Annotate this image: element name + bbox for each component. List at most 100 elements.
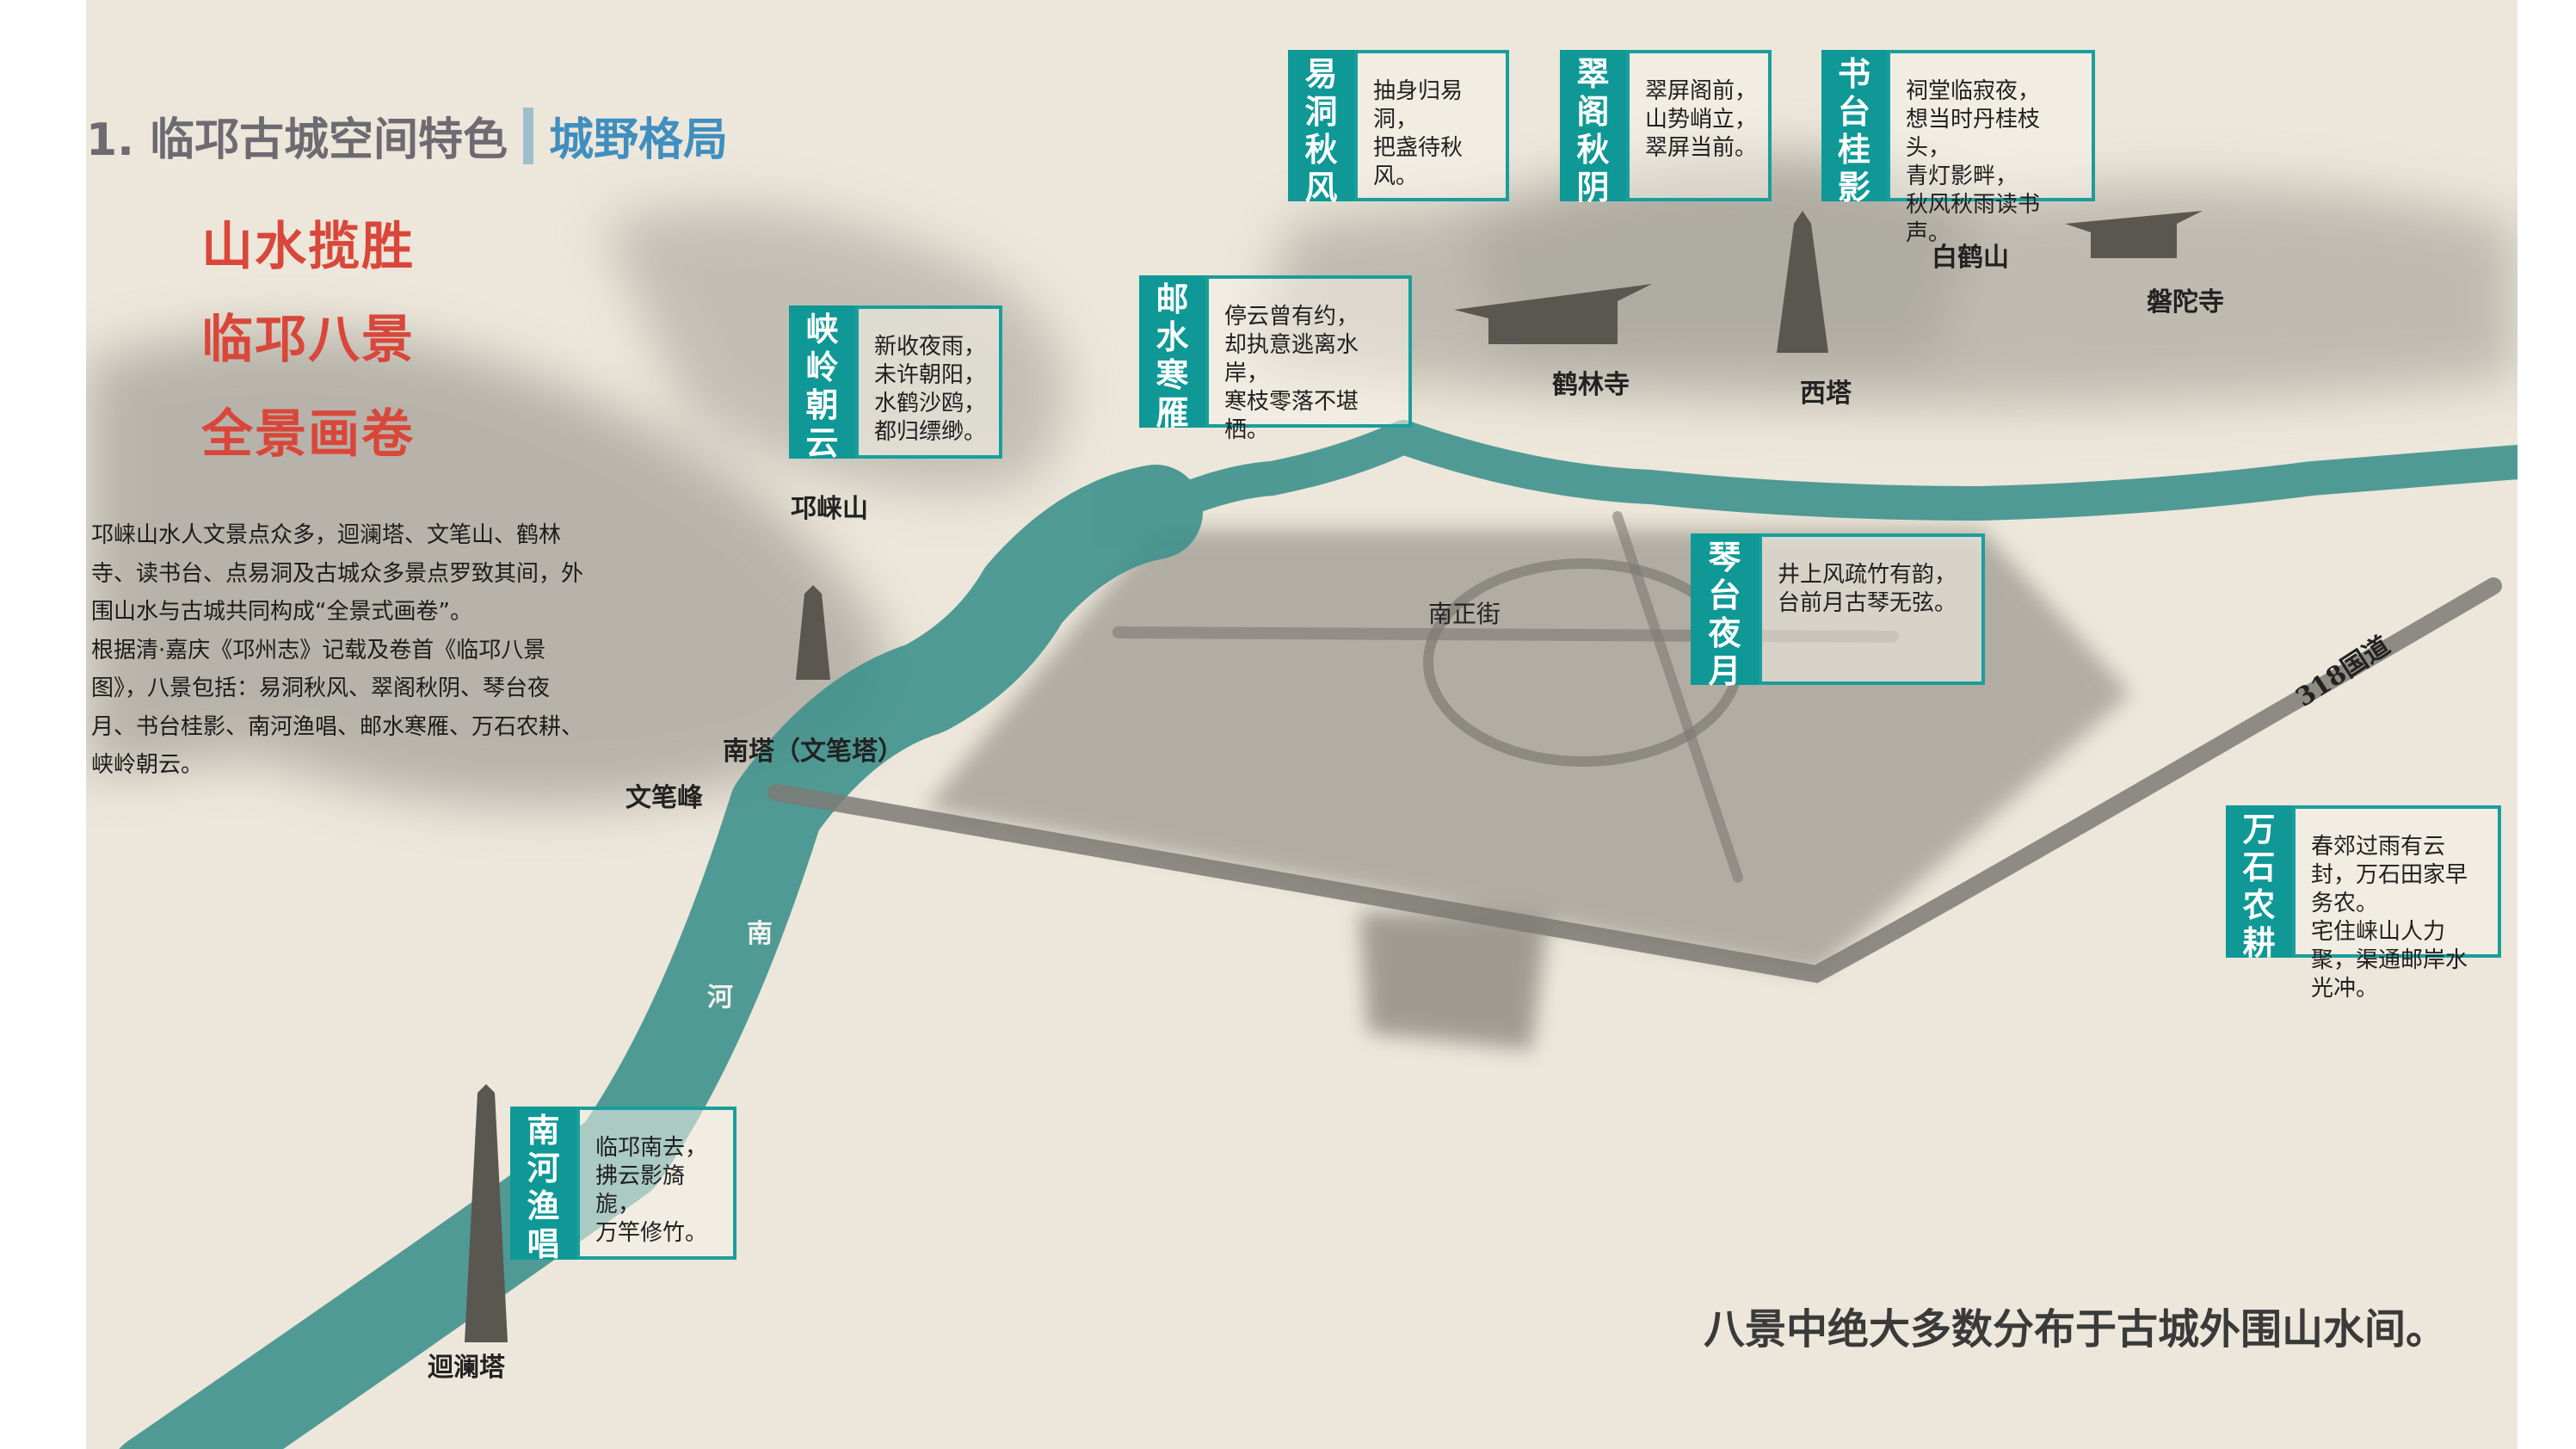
label-xita: 西塔 (1800, 379, 1852, 409)
scene-poem-line: 秋风秋雨读书声。 (1906, 192, 2041, 246)
scene-poem-line: 宅住崃山人力聚，渠通邮岸水光冲。 (2311, 919, 2468, 1002)
scene-poem-line: 停云曾有约， (1224, 304, 1359, 330)
scene-poem-line: 水鹤沙鸥， (874, 391, 987, 416)
mountains (86, 154, 2517, 805)
scene-title-char: 万 (2242, 811, 2276, 848)
scene-poem-line: 抽身归易洞， (1373, 78, 1464, 133)
scene-poem-line: 临邛南去， (595, 1135, 708, 1161)
description-para-2: 根据清·嘉庆《邛州志》记载及卷首《临邛八景图》，八景包括：易洞秋风、翠阁秋阴、琴… (91, 637, 584, 779)
label-nanzhengjie: 南正街 (1428, 600, 1501, 628)
scene-title-char: 书 (1837, 55, 1870, 93)
scene-title-char: 秋 (1576, 131, 1610, 169)
scene-title-char: 河 (527, 1150, 560, 1187)
scene-title-char: 桂 (1837, 131, 1870, 169)
scene-title-char: 台 (1837, 93, 1870, 131)
scene-title-char: 农 (2242, 886, 2276, 924)
scene-title-char: 阁 (1576, 93, 1610, 131)
scene-title-char: 秋 (1304, 131, 1338, 169)
label-he: 河 (707, 983, 733, 1013)
scene-title-char: 石 (2242, 848, 2276, 886)
scene-poem-line: 却执意逃离水岸， (1224, 332, 1359, 386)
scene-poem-line: 青灯影畔， (1906, 163, 2018, 189)
scene-title-char: 阴 (1576, 169, 1610, 207)
scene-poem-box: 抽身归易洞，把盏待秋风。 (1354, 50, 1509, 201)
label-wenbifeng: 文笔峰 (626, 783, 703, 813)
scene-poem-box: 春郊过雨有云封，万石田家早务农。宅住崃山人力聚，渠通邮岸水光冲。 (2292, 805, 2501, 1002)
scene-poem-box: 翠屏阁前， 山势峭立，翠屏当前。 (1626, 50, 1772, 201)
bottom-caption: 八景中绝大多数分布于古城外围山水间。 (1704, 1305, 2448, 1353)
scene-title-char: 台 (1708, 577, 1741, 614)
scene-title-char: 岭 (805, 348, 839, 386)
scene-poem-line: 井上风疏竹有韵， (1778, 562, 1957, 588)
scene-title-char: 渔 (527, 1187, 560, 1225)
nanta-pagoda-icon (796, 585, 830, 680)
poster-canvas: 1. 临邛古城空间特色 城野格局 山水揽胜 临邛八景 全景画卷 邛崃山水人文景点… (86, 0, 2517, 1449)
theme-1: 山水揽胜 (201, 217, 415, 277)
scene-poem-line: 台前月古琴无弦。 (1778, 590, 1957, 616)
scene-poem-line: 祠堂临寂夜， (1906, 78, 2041, 104)
scene-title-char: 月 (1708, 652, 1741, 690)
map-illustration (86, 154, 2517, 1449)
scene-poem-line: 未许朝阳， (874, 362, 987, 388)
scene-title-char: 洞 (1304, 93, 1338, 131)
scene-title: 书台桂影 (1821, 50, 1887, 207)
scene-title-char: 琴 (1708, 539, 1741, 577)
scene-poem-line: 万竿修竹。 (595, 1220, 708, 1246)
scene-poem-line: 拂云影旖旎， (595, 1163, 686, 1218)
scene-title-char: 南 (527, 1112, 560, 1150)
huilanta-pagoda-icon (465, 1084, 508, 1342)
title-subtitle: 城野格局 (549, 114, 729, 166)
scene-poem-box: 井上风疏竹有韵，台前月古琴无弦。 (1759, 533, 1985, 685)
scene-title-char: 耕 (2242, 924, 2276, 962)
label-baiheshan: 白鹤山 (1932, 243, 2009, 273)
scene-title: 万石农耕 (2226, 805, 2292, 962)
scene-poem-line: 山势峭立， (1645, 107, 1758, 133)
scene-poem-box: 临邛南去，拂云影旖旎，万竿修竹。 (576, 1107, 736, 1260)
xita-pagoda-icon (1777, 211, 1828, 353)
scene-title-char: 峡 (805, 311, 839, 348)
label-nanta: 南塔（文笔塔） (723, 737, 903, 767)
scene-title: 易洞秋风 (1288, 50, 1354, 207)
label-huilanta: 迴澜塔 (428, 1353, 505, 1383)
description: 邛崃山水人文景点众多，迴澜塔、文笔山、鹤林寺、读书台、点易洞及古城众多景点罗致其… (91, 516, 590, 785)
scene-title-char: 寒 (1156, 356, 1189, 394)
page-title: 1. 临邛古城空间特色 城野格局 (86, 103, 728, 168)
scene-title-char: 朝 (805, 386, 839, 424)
label-nan: 南 (747, 919, 773, 949)
scene-title-char: 邮 (1156, 281, 1189, 318)
scene-poem-line: 都归缥缈。 (874, 419, 987, 445)
scene-title: 翠阁秋阴 (1560, 50, 1626, 207)
scene-poem-line: 寒枝零落不堪栖。 (1224, 389, 1359, 443)
pantuosi-temple-icon (2065, 211, 2203, 258)
scene-title-char: 水 (1156, 318, 1189, 356)
scene-title-char: 易 (1304, 55, 1338, 93)
scene-title-char: 雁 (1156, 394, 1189, 432)
scene-poem-line: 想当时丹桂枝头， (1906, 107, 2041, 161)
theme-2: 临邛八景 (201, 310, 415, 370)
scene-poem-line: 把盏待秋风。 (1373, 135, 1464, 189)
scene-poem-line: 新收夜雨， (874, 334, 987, 360)
scene-title-char: 翠 (1576, 55, 1610, 93)
scene-poem-box: 祠堂临寂夜， 想当时丹桂枝头，青灯影畔， 秋风秋雨读书声。 (1887, 50, 2095, 246)
label-qionglaishan: 邛崃山 (791, 494, 868, 524)
scene-poem-line: 翠屏当前。 (1645, 135, 1758, 161)
scene-title: 邮水寒雁 (1139, 275, 1205, 432)
scene-poem-line: 翠屏阁前， (1645, 78, 1758, 104)
scene-title: 琴台夜月 (1691, 533, 1759, 690)
title-divider (523, 107, 534, 164)
scene-title-char: 夜 (1708, 614, 1741, 652)
scene-title-char: 风 (1304, 169, 1338, 207)
scene-title-char: 影 (1837, 169, 1870, 207)
scene-poem-line: 春郊过雨有云封，万石田家早务农。 (2311, 834, 2468, 916)
scene-poem-box: 新收夜雨，未许朝阳， 水鹤沙鸥， 都归缥缈。 (855, 305, 1002, 459)
scene-title: 峡岭朝云 (789, 305, 855, 462)
theme-3: 全景画卷 (201, 404, 415, 465)
river (119, 420, 2517, 1449)
helinsi-temple-icon (1454, 284, 1652, 344)
title-text: 1. 临邛古城空间特色 (86, 114, 508, 166)
description-para-1: 邛崃山水人文景点众多，迴澜塔、文笔山、鹤林寺、读书台、点易洞及古城众多景点罗致其… (91, 522, 584, 625)
scene-poem-box: 停云曾有约，却执意逃离水岸，寒枝零落不堪栖。 (1205, 275, 1412, 443)
scene-title-char: 云 (805, 424, 839, 462)
pagodas (465, 211, 2203, 1342)
scene-title-char: 唱 (527, 1225, 560, 1263)
